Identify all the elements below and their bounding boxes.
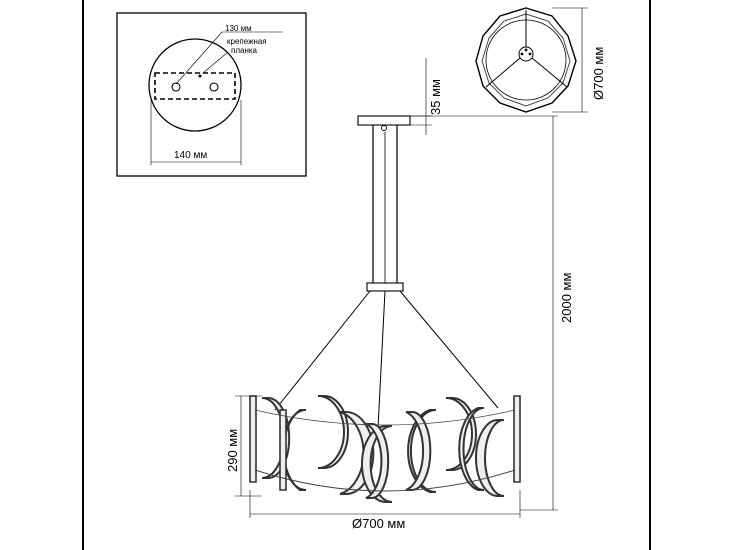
top-view-arm-3 [531, 57, 568, 88]
label-top-diameter: Ø700 мм [591, 47, 606, 100]
top-view-arm-2 [485, 57, 521, 88]
mounting-bracket [154, 72, 236, 100]
mount-inset: 130 мм крепежная планка 140 мм [116, 12, 307, 177]
label-140mm: 140 мм [174, 150, 207, 161]
cable-left [274, 290, 371, 411]
label-130mm: 130 мм [225, 24, 252, 33]
screw-hole-right [209, 82, 219, 92]
frame-ring-top [254, 409, 516, 426]
canopy [357, 115, 411, 126]
mount-inset-box [116, 12, 307, 177]
top-view-hub-dot-1 [520, 52, 524, 56]
front-view: 35 мм 2000 мм 290 мм Ø700 мм [225, 58, 574, 531]
label-total-height: 2000 мм [559, 273, 574, 323]
top-view-hub-dot-2 [528, 52, 532, 56]
label-bracket-line1: крепежная [227, 37, 267, 46]
top-view-hub [518, 46, 534, 62]
leader-bracket [202, 51, 229, 74]
shade-ring [249, 395, 521, 503]
cable-right [399, 290, 499, 409]
shade-14 [365, 423, 390, 499]
shade-9 [458, 407, 485, 491]
shade-2 [249, 395, 257, 483]
top-view-hub-dot-3 [524, 48, 528, 52]
canopy-circle [148, 38, 242, 132]
shade-6 [361, 425, 393, 503]
top-view-outer-ring [475, 7, 577, 113]
label-bracket-line2: планка [231, 46, 258, 55]
junction-block [366, 282, 404, 292]
screw-hole-left [171, 82, 181, 92]
shade-4 [317, 395, 349, 469]
label-front-diameter: Ø700 мм [352, 516, 405, 531]
canopy-screw [381, 125, 387, 131]
label-canopy-35mm: 35 мм [428, 79, 443, 115]
top-view-inner-ring [481, 13, 571, 107]
cable-center [377, 290, 386, 429]
top-view: Ø700 мм [475, 7, 606, 113]
frame-ring-bottom [254, 469, 516, 492]
shade-10 [475, 419, 505, 497]
shade-12 [279, 409, 287, 491]
bracket-center-dot [198, 74, 202, 78]
leader-130 [175, 31, 223, 85]
label-shade-height: 290 мм [225, 429, 240, 472]
shade-11 [513, 395, 521, 483]
